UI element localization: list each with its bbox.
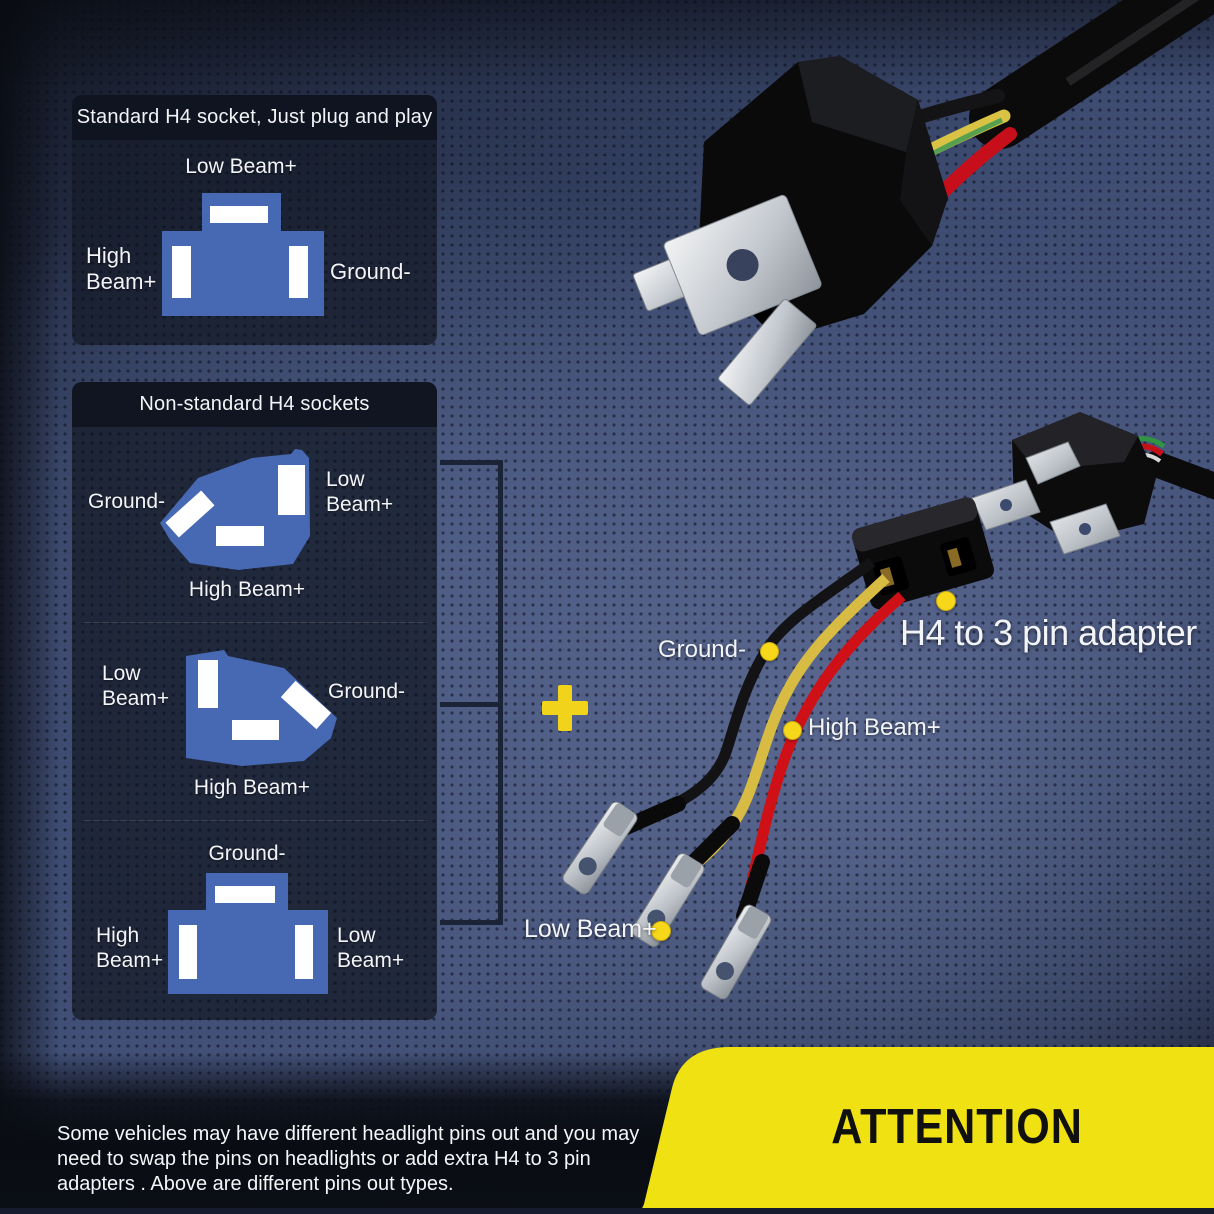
adapter-caption: H4 to 3 pin adapter [900, 612, 1197, 653]
attention-title: ATTENTION [831, 1100, 1083, 1154]
ground-wire-label: Ground- [657, 636, 746, 663]
pin-left [179, 925, 197, 979]
pin-label-high-beam-c: High Beam+ [96, 924, 164, 972]
pin-right [295, 925, 313, 979]
standard-socket-panel: Standard H4 socket, Just plug and play L… [72, 95, 437, 345]
pin-label-low-beam: Low Beam+ [185, 155, 297, 178]
low-beam-wire-label: Low Beam+ [524, 915, 657, 943]
pin-label-ground: Ground- [330, 259, 411, 284]
pin-label-ground-c: Ground- [208, 842, 286, 865]
nonstandard-socket-panel: Non-standard H4 sockets Ground- Low Beam… [72, 382, 437, 1020]
attention-note: Some vehicles may have different headlig… [57, 1123, 640, 1195]
pin-label-low-beam-a: Low Beam+ [326, 468, 394, 516]
ground-wire-dot [760, 642, 779, 661]
pin-left [172, 246, 191, 298]
pin-top [210, 206, 268, 223]
pin-label-high-beam-b: High Beam+ [193, 776, 311, 799]
grouping-bracket-tick [440, 460, 503, 465]
high-beam-wire-dot [783, 721, 802, 740]
standard-panel-title: Standard H4 socket, Just plug and play [72, 95, 437, 140]
h4-connector-photo [632, 0, 1214, 406]
pin-label-ground-a: Ground- [88, 490, 166, 513]
pin-label-ground-b: Ground- [328, 680, 406, 703]
pin-label-high-beam-a: High Beam+ [188, 578, 306, 601]
pin-label-low-beam-c: Low Beam+ [337, 924, 405, 972]
pin-top [215, 886, 275, 903]
grouping-bracket-tick [440, 920, 503, 925]
bottom-edge-strip [0, 1208, 1214, 1214]
pin-right [289, 246, 308, 298]
high-beam-wire-label: High Beam+ [808, 714, 941, 741]
grouping-bracket-tick [440, 702, 503, 707]
pin-label-high-beam: High Beam+ [86, 243, 157, 294]
socket-variant-b-diagram [186, 650, 337, 766]
socket-variant-a-diagram [160, 449, 310, 570]
nonstandard-panel-title: Non-standard H4 sockets [72, 382, 437, 427]
panel-divider [82, 820, 427, 821]
grouping-bracket-vertical [498, 460, 503, 925]
panel-divider [82, 622, 427, 623]
pin-label-low-beam-b: Low Beam+ [102, 662, 170, 710]
adapter-socket-dot [936, 591, 956, 611]
